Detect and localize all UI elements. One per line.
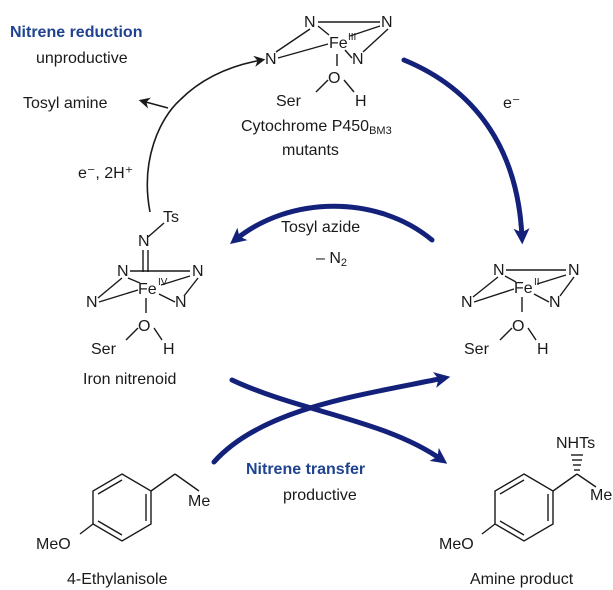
atom-n: N xyxy=(175,294,187,311)
p450-heme-complex: N N N N Fe III O Ser H xyxy=(265,14,393,110)
iron-nitrenoid-caption: Iron nitrenoid xyxy=(83,371,176,388)
atom-n: N xyxy=(265,51,277,68)
iron-atom: Fe xyxy=(329,35,348,52)
ferrous-heme-complex: N N N N Fe II O Ser H xyxy=(461,262,580,358)
to-p450-arrow xyxy=(179,55,266,101)
serine-label: Ser xyxy=(276,93,302,110)
atom-n: N xyxy=(549,294,561,311)
hydrogen-atom: H xyxy=(355,93,367,110)
reduction-reagents-label: e⁻, 2H⁺ xyxy=(78,165,133,182)
methyl-label: Me xyxy=(590,487,612,504)
atom-n: N xyxy=(117,263,129,280)
atom-n: N xyxy=(352,51,364,68)
electron-arrow xyxy=(401,57,530,245)
product-out-arrow xyxy=(229,377,448,464)
atom-n: N xyxy=(461,294,473,311)
amine-product-structure: Me NHTs MeO xyxy=(439,435,612,553)
ethylanisole-structure: Me MeO xyxy=(36,473,210,553)
hydrogen-atom: H xyxy=(537,341,549,358)
atom-n: N xyxy=(304,14,316,31)
atom-n: N xyxy=(493,262,505,279)
iron-nitrenoid-complex: N Ts N N N N Fe IV O Ser H xyxy=(86,209,204,358)
iron-atom: Fe xyxy=(138,281,157,298)
hydrogen-atom: H xyxy=(163,341,175,358)
atom-n: N xyxy=(138,233,150,250)
unproductive-label: unproductive xyxy=(36,50,128,67)
nitrene-transfer-title: Nitrene transfer xyxy=(246,461,365,478)
branch-arrow xyxy=(138,97,169,109)
nhts-label: NHTs xyxy=(556,435,595,452)
tosyl-azide-arrow xyxy=(230,203,435,245)
n2-loss-label: – N2 xyxy=(316,250,347,269)
atom-n: N xyxy=(192,263,204,280)
methyl-label: Me xyxy=(188,493,210,510)
electron-label: e⁻ xyxy=(503,95,520,112)
substrate-in-arrow xyxy=(211,372,451,465)
oxygen-atom: O xyxy=(512,318,524,335)
methoxy-label: MeO xyxy=(439,536,474,553)
atom-n: N xyxy=(568,262,580,279)
oxidation-state: III xyxy=(348,32,356,43)
ethylanisole-caption: 4-Ethylanisole xyxy=(67,571,168,588)
serine-label: Ser xyxy=(91,341,117,358)
atom-n: N xyxy=(381,14,393,31)
tosyl-amine-label: Tosyl amine xyxy=(23,95,108,112)
oxygen-atom: O xyxy=(328,70,340,87)
nitrene-reduction-title: Nitrene reduction xyxy=(10,24,142,41)
amine-product-caption: Amine product xyxy=(470,571,574,588)
p450-caption: Cytochrome P450BM3 xyxy=(241,118,392,137)
productive-label: productive xyxy=(283,487,357,504)
tosyl-azide-label: Tosyl azide xyxy=(281,219,360,236)
mutants-caption: mutants xyxy=(282,142,339,159)
iron-atom: Fe xyxy=(514,280,533,297)
oxygen-atom: O xyxy=(138,318,150,335)
atom-n: N xyxy=(86,294,98,311)
oxidation-state: II xyxy=(534,277,540,288)
to-tosyl-amine-arrow xyxy=(146,99,181,213)
oxidation-state: IV xyxy=(158,277,168,288)
stereo-hash-bond xyxy=(571,454,583,471)
tosyl-label: Ts xyxy=(163,209,179,226)
methoxy-label: MeO xyxy=(36,536,71,553)
serine-label: Ser xyxy=(464,341,490,358)
